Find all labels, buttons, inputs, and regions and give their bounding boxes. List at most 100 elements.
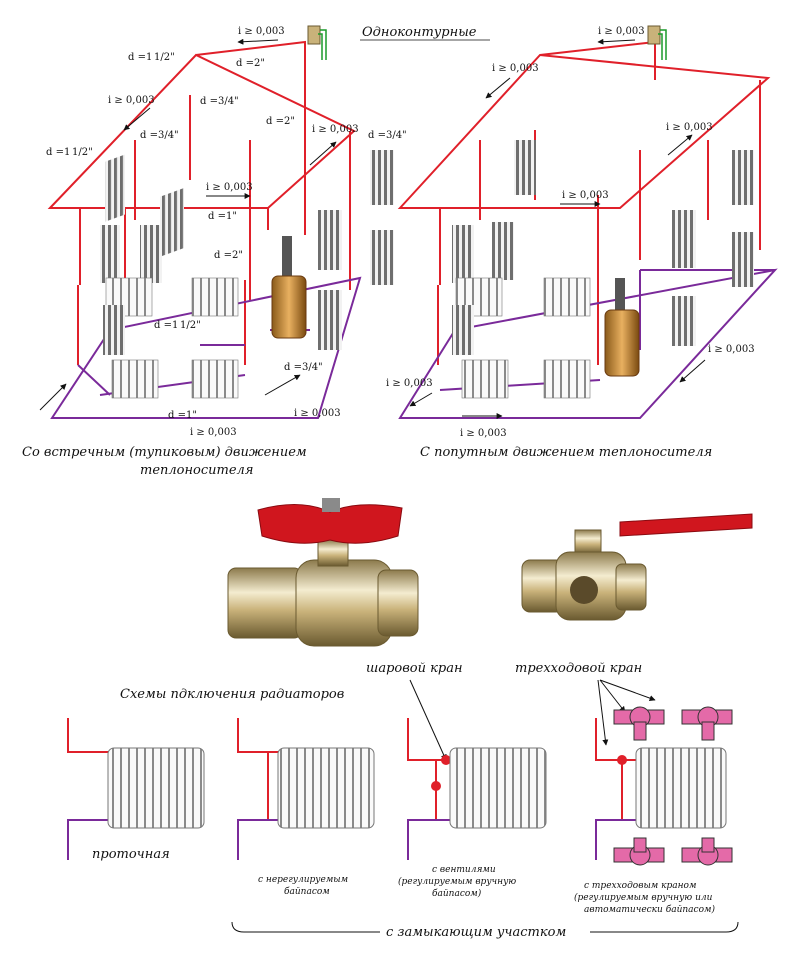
left-top-floor-supply: [47, 53, 356, 209]
connection-schemes-title: Схемы пдключения радиаторов: [120, 687, 344, 702]
slope-label: i ≥ 0,003: [562, 190, 609, 201]
diameter-label-fraction: 1/2": [180, 320, 201, 331]
arrow: [39, 383, 67, 411]
diameter-label: d =1: [46, 147, 70, 158]
diameter-label: d =2": [214, 250, 243, 261]
left-scheme: i ≥ 0,003 d =2" d =1 1/2" d =3/4" i ≥ 0,…: [39, 25, 407, 438]
right-scheme: i ≥ 0,003 i ≥ 0,003 i ≥ 0,003 i ≥ 0,003 …: [386, 25, 778, 439]
tank-pipes: [318, 29, 327, 60]
boiler-flue: [615, 278, 625, 314]
arrow: [409, 392, 433, 407]
left-riser-supply: [195, 40, 306, 235]
three-way-valve-label: трехходовой кран: [515, 661, 642, 676]
ball-valve-icon: [431, 781, 441, 791]
scheme-caption-valves-3: байпасом): [432, 888, 482, 899]
radiator: [514, 140, 536, 195]
boiler-flue: [282, 236, 292, 278]
boiler: [604, 309, 640, 377]
radiator: [103, 305, 125, 355]
diameter-label: d =1": [168, 410, 197, 421]
radiator: [140, 225, 162, 283]
three-way-valve-diagram: [681, 837, 733, 866]
arrow: [264, 374, 301, 396]
scheme-caption-valves-2: (регулируемым вручную: [398, 876, 516, 887]
diameter-label-fraction: 1/2": [154, 52, 175, 63]
radiator: [160, 188, 184, 257]
scheme-caption-bypass: с нерегулируемым: [258, 875, 348, 885]
arrow: [667, 134, 693, 156]
left-bottom-floor-return: [50, 276, 362, 419]
ball-valve-icon: [441, 755, 451, 765]
arrow: [237, 38, 279, 45]
radiator: [635, 747, 727, 829]
scheme-caption-flow: проточная: [92, 847, 170, 862]
radiator: [672, 296, 696, 346]
radiator: [452, 225, 474, 283]
radiator: [318, 290, 342, 350]
scheme-caption-threeway-2: (регулируемым вручную или: [574, 892, 713, 903]
diameter-label-fraction: 1/2": [72, 147, 93, 158]
slope-label: i ≥ 0,003: [206, 182, 253, 193]
radiator: [452, 305, 474, 355]
slope-label: i ≥ 0,003: [238, 26, 285, 37]
radiator: [732, 232, 754, 287]
radiator: [107, 747, 205, 829]
scheme-caption-threeway-3: автоматически байпасом): [584, 904, 715, 915]
arrow: [123, 107, 151, 131]
slope-label: i ≥ 0,003: [598, 26, 645, 37]
arrow: [597, 38, 636, 45]
arrow: [309, 141, 337, 166]
pointer-arrow: [599, 679, 656, 701]
diameter-label: d =1": [208, 211, 237, 222]
radiator: [449, 747, 547, 829]
radiator: [111, 359, 159, 399]
closing-section-label: с замыкающим участком: [386, 925, 566, 940]
expansion-tank: [647, 25, 661, 45]
scheme-title: Одноконтурные: [362, 25, 477, 40]
diameter-label: d =2": [236, 58, 265, 69]
radiator: [543, 277, 591, 317]
ball-valve-photo: [227, 498, 419, 647]
radiator: [672, 210, 696, 268]
slope-label: i ≥ 0,003: [708, 344, 755, 355]
radiator: [191, 359, 239, 399]
diameter-label: d =3/4": [284, 362, 323, 373]
radiator: [100, 225, 120, 283]
pointer-arrow: [597, 679, 609, 746]
caption-left-2: теплоносителя: [140, 463, 253, 478]
diameter-label: d =1: [128, 52, 152, 63]
three-way-valve-diagram: [681, 706, 733, 741]
diameter-label: d =3/4": [368, 130, 407, 141]
three-way-valve-icon: [617, 755, 627, 765]
diameter-label: d =3/4": [200, 96, 239, 107]
arrow: [485, 77, 511, 99]
boiler: [271, 275, 307, 339]
radiator: [370, 230, 394, 285]
diameter-label: d =1: [154, 320, 178, 331]
scheme-fixed-bypass: [237, 718, 375, 860]
scheme-caption-threeway: с трехходовым краном: [584, 881, 696, 891]
scheme-caption-bypass-2: байпасом: [284, 886, 330, 897]
slope-label: i ≥ 0,003: [312, 124, 359, 135]
closing-section-bracket: [231, 921, 739, 933]
radiator: [732, 150, 754, 205]
radiator: [191, 277, 239, 317]
diameter-label: d =2": [266, 116, 295, 127]
three-way-valve-photo: [521, 513, 753, 621]
pointer-arrow: [599, 679, 626, 713]
slope-label: i ≥ 0,003: [460, 428, 507, 439]
caption-left: Со встречным (тупиковым) движением: [22, 445, 307, 460]
three-way-valve-diagram: [613, 837, 665, 866]
right-top-floor-supply: [397, 53, 771, 209]
diameter-label: d =3/4": [140, 130, 179, 141]
slope-label: i ≥ 0,003: [108, 95, 155, 106]
ball-valve-label: шаровой кран: [366, 661, 463, 676]
expansion-tank: [307, 25, 321, 45]
scheme-caption-valves: с вентилями: [432, 865, 496, 875]
slope-label: i ≥ 0,003: [294, 408, 341, 419]
slope-label: i ≥ 0,003: [666, 122, 713, 133]
three-way-valve-diagram: [613, 706, 665, 741]
slope-label: i ≥ 0,003: [386, 378, 433, 389]
radiator: [277, 747, 375, 829]
